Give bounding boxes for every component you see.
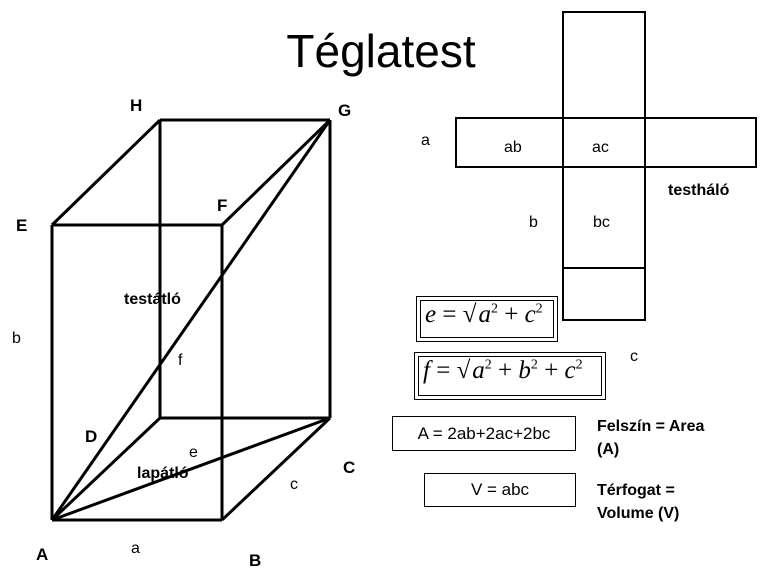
edge-bc bbox=[220, 416, 332, 522]
formula-e-box: e = √a2 + c2 bbox=[416, 296, 558, 342]
formula-e-inner bbox=[420, 300, 554, 338]
vertex-h: H bbox=[130, 96, 143, 115]
vertex-a: A bbox=[36, 545, 49, 564]
space-diagonal-line bbox=[50, 119, 332, 521]
edge-label-a: a bbox=[131, 540, 140, 557]
face-diagonal-line bbox=[51, 416, 331, 522]
area-formula-box: A = 2ab+2ac+2bc bbox=[392, 416, 576, 451]
vertex-g: G bbox=[338, 101, 352, 120]
space-diagonal-label: testátló bbox=[124, 291, 181, 308]
edge-label-c: c bbox=[290, 476, 298, 493]
net-label-b: b bbox=[529, 214, 538, 231]
cuboid bbox=[50, 118, 332, 522]
formula-f-box: f = √a2 + b2 + c2 bbox=[414, 352, 606, 400]
net-title: testháló bbox=[668, 182, 730, 199]
volume-formula: V = abc bbox=[470, 480, 530, 499]
net-horizontal-strip bbox=[455, 117, 757, 168]
edge-eh bbox=[50, 118, 162, 227]
formula-f-inner bbox=[418, 356, 602, 396]
diagonal-label-e: e bbox=[189, 444, 198, 461]
volume-caption-line-2: Volume (V) bbox=[597, 505, 680, 522]
net-label-a: a bbox=[421, 132, 430, 149]
net-face-ab: ab bbox=[504, 139, 522, 156]
diagonal-label-f: f bbox=[178, 352, 183, 369]
net-face-bc: bc bbox=[593, 214, 610, 231]
volume-formula-box: V = abc bbox=[424, 473, 576, 507]
edge-ad bbox=[50, 416, 162, 522]
net-face-ac: ac bbox=[592, 139, 609, 156]
edge-fg bbox=[220, 118, 332, 227]
area-caption-line-1: Felszín = Area bbox=[597, 418, 705, 435]
net bbox=[455, 11, 757, 321]
face-diagonal-label: lapátló bbox=[137, 465, 189, 482]
vertex-b: B bbox=[249, 551, 262, 570]
edge-label-b: b bbox=[12, 330, 21, 347]
vertex-c: C bbox=[343, 458, 356, 477]
area-caption-line-2: (A) bbox=[597, 441, 620, 458]
vertex-f: F bbox=[217, 196, 228, 215]
page-title: Téglatest bbox=[286, 25, 476, 77]
area-formula: A = 2ab+2ac+2bc bbox=[417, 423, 551, 443]
net-label-c: c bbox=[630, 348, 638, 365]
formula-e: e = √a2 + c2 bbox=[425, 300, 543, 328]
volume-caption-line-1: Térfogat = bbox=[597, 482, 675, 499]
vertex-d: D bbox=[85, 427, 98, 446]
vertex-e: E bbox=[16, 216, 28, 235]
formula-f: f = √a2 + b2 + c2 bbox=[423, 356, 583, 384]
